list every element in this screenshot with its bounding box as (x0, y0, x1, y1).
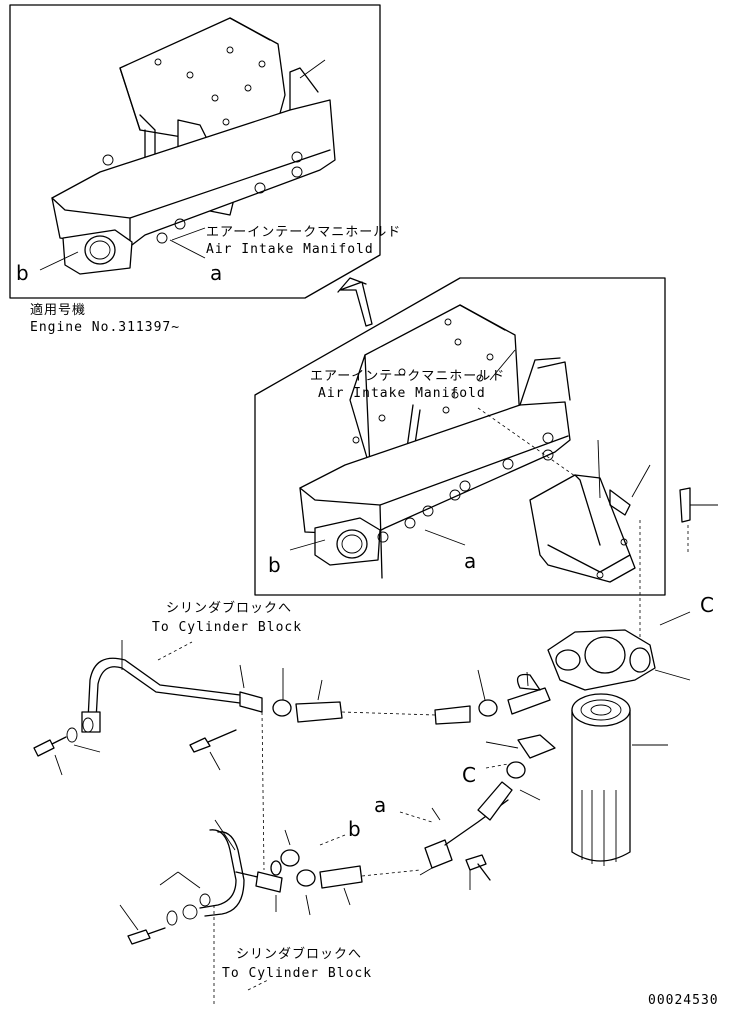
main-manifold-label-jp: エアーインテークマニホールド (310, 369, 505, 384)
inset-manifold-label-en: Air Intake Manifold (206, 242, 374, 257)
lower-to-cylinder-jp: シリンダブロックへ (236, 946, 362, 962)
main-ref-b: b (268, 553, 281, 577)
lower-fuel-line (119, 781, 541, 1005)
inset-ref-a: a (210, 261, 222, 285)
main-manifold-label-en: Air Intake Manifold (318, 386, 486, 401)
filter-cartridge (571, 693, 668, 866)
inset-ref-b: b (16, 261, 29, 285)
lower-to-cylinder-en: To Cylinder Block (222, 966, 372, 981)
upper-fuel-line (33, 640, 551, 871)
view-arrow (337, 277, 373, 327)
upper-to-cylinder-jp: シリンダブロックへ (166, 600, 292, 616)
ref-c-leader (659, 611, 691, 626)
applicable-label-jp: 適用号機 (30, 302, 86, 318)
inset-frame (9, 4, 381, 299)
middle-ref-c: C (462, 763, 476, 787)
lower-ref-a: a (374, 793, 386, 817)
main-ref-c: C (700, 593, 714, 617)
engine-number-label: Engine No.311397~ (30, 320, 180, 335)
inset-manifold-label-jp: エアーインテークマニホールド (206, 225, 401, 240)
upper-to-cylinder-arrow (157, 641, 193, 661)
main-frame (254, 277, 666, 596)
main-ref-a: a (464, 549, 476, 573)
middle-fittings (485, 734, 556, 779)
lower-ref-b: b (348, 817, 361, 841)
inset-manifold-drawing (39, 17, 336, 275)
main-manifold-drawing (289, 304, 718, 650)
upper-to-cylinder-en: To Cylinder Block (152, 620, 302, 635)
drawing-number: 00024530 (648, 993, 719, 1008)
filter-head (547, 629, 691, 691)
